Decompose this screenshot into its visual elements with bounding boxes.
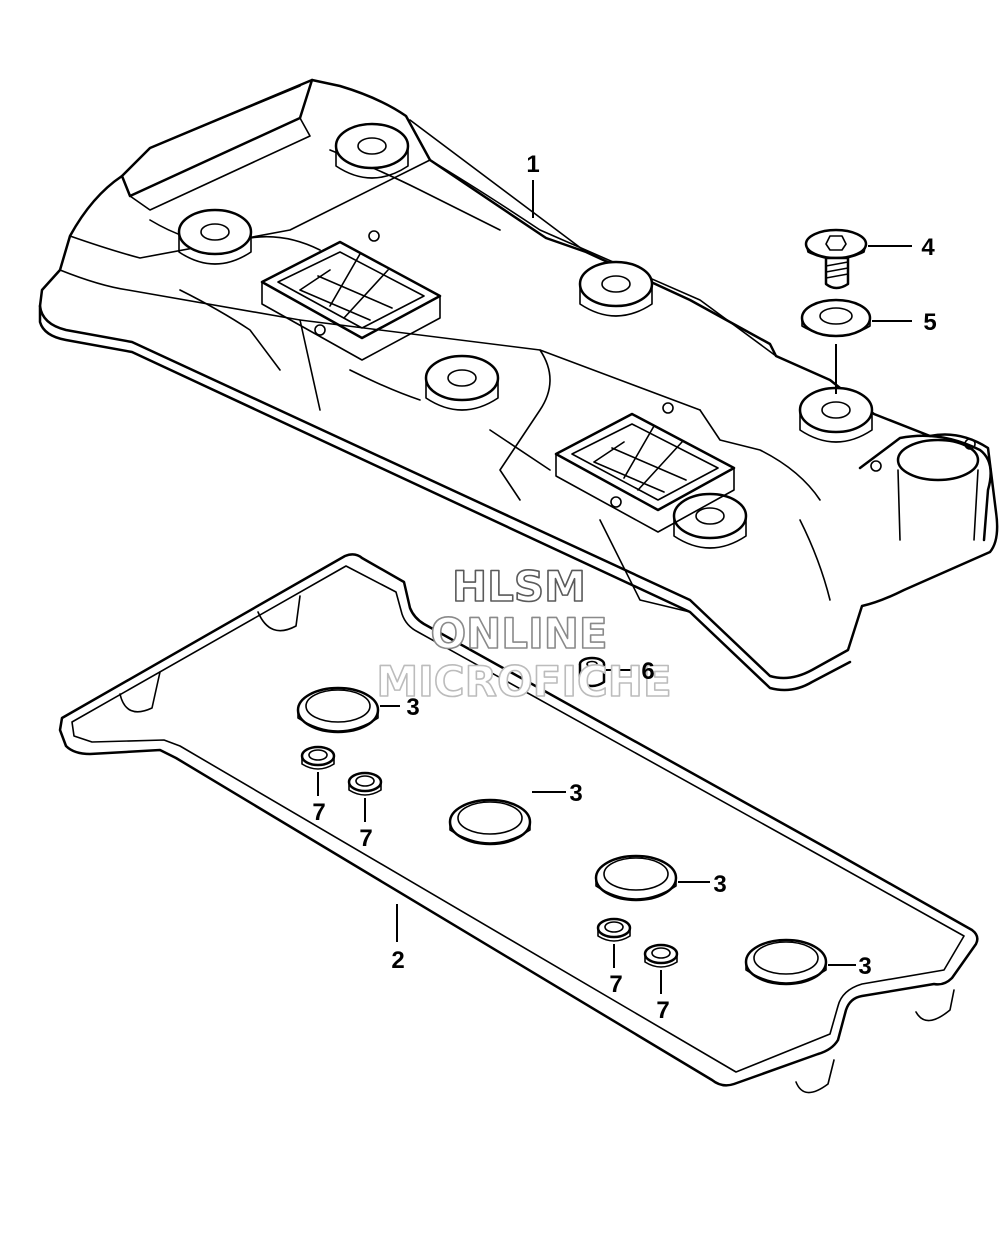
- grommet-washer: [800, 298, 872, 338]
- watermark-line-3: MICROFICHE: [376, 657, 671, 706]
- cylinder-head-cover: [38, 78, 999, 692]
- callout-labels: 1 4 5 6 3 3 3 3 2 7 7 7 7: [312, 151, 936, 1024]
- small-seal-b: [347, 771, 383, 796]
- callout-7a: 7: [312, 799, 325, 826]
- small-seal-d: [643, 943, 679, 968]
- callout-6: 6: [641, 658, 654, 685]
- oil-filler-boss: [858, 434, 992, 542]
- watermark-line-2: ONLINE: [430, 609, 607, 658]
- breather-box-1: [260, 230, 442, 361]
- callout-2: 2: [391, 947, 404, 974]
- plug-hole-1: [334, 122, 410, 179]
- plug-seal-d: [744, 938, 828, 986]
- bolt: [804, 228, 868, 290]
- callout-7b: 7: [359, 825, 372, 852]
- callout-4: 4: [921, 234, 935, 261]
- watermark: HLSM ONLINE MICROFICHE: [376, 561, 673, 707]
- callout-3a: 3: [406, 694, 419, 721]
- callout-3d: 3: [858, 953, 871, 980]
- dowel-pin: [578, 656, 606, 688]
- callout-1: 1: [526, 151, 539, 178]
- leader-lines: [317, 180, 912, 994]
- plug-hole-5: [798, 386, 874, 443]
- plug-hole-4: [424, 354, 500, 411]
- callout-5: 5: [923, 309, 936, 336]
- callout-3b: 3: [569, 780, 582, 807]
- callout-7c: 7: [609, 971, 622, 998]
- plug-seal-b: [448, 798, 532, 846]
- plug-hole-2: [177, 208, 253, 265]
- watermark-line-1: HLSM: [452, 562, 586, 611]
- plug-hole-6: [672, 492, 748, 549]
- callout-3c: 3: [713, 871, 726, 898]
- breather-box-2: [554, 402, 736, 533]
- plug-seal-c: [594, 854, 678, 902]
- head-cover-gasket: [58, 553, 979, 1094]
- small-seal-c: [596, 917, 632, 942]
- small-seal-a: [300, 745, 336, 770]
- callout-7d: 7: [656, 997, 669, 1024]
- plug-seal-a: [296, 686, 380, 734]
- plug-hole-3: [578, 260, 654, 317]
